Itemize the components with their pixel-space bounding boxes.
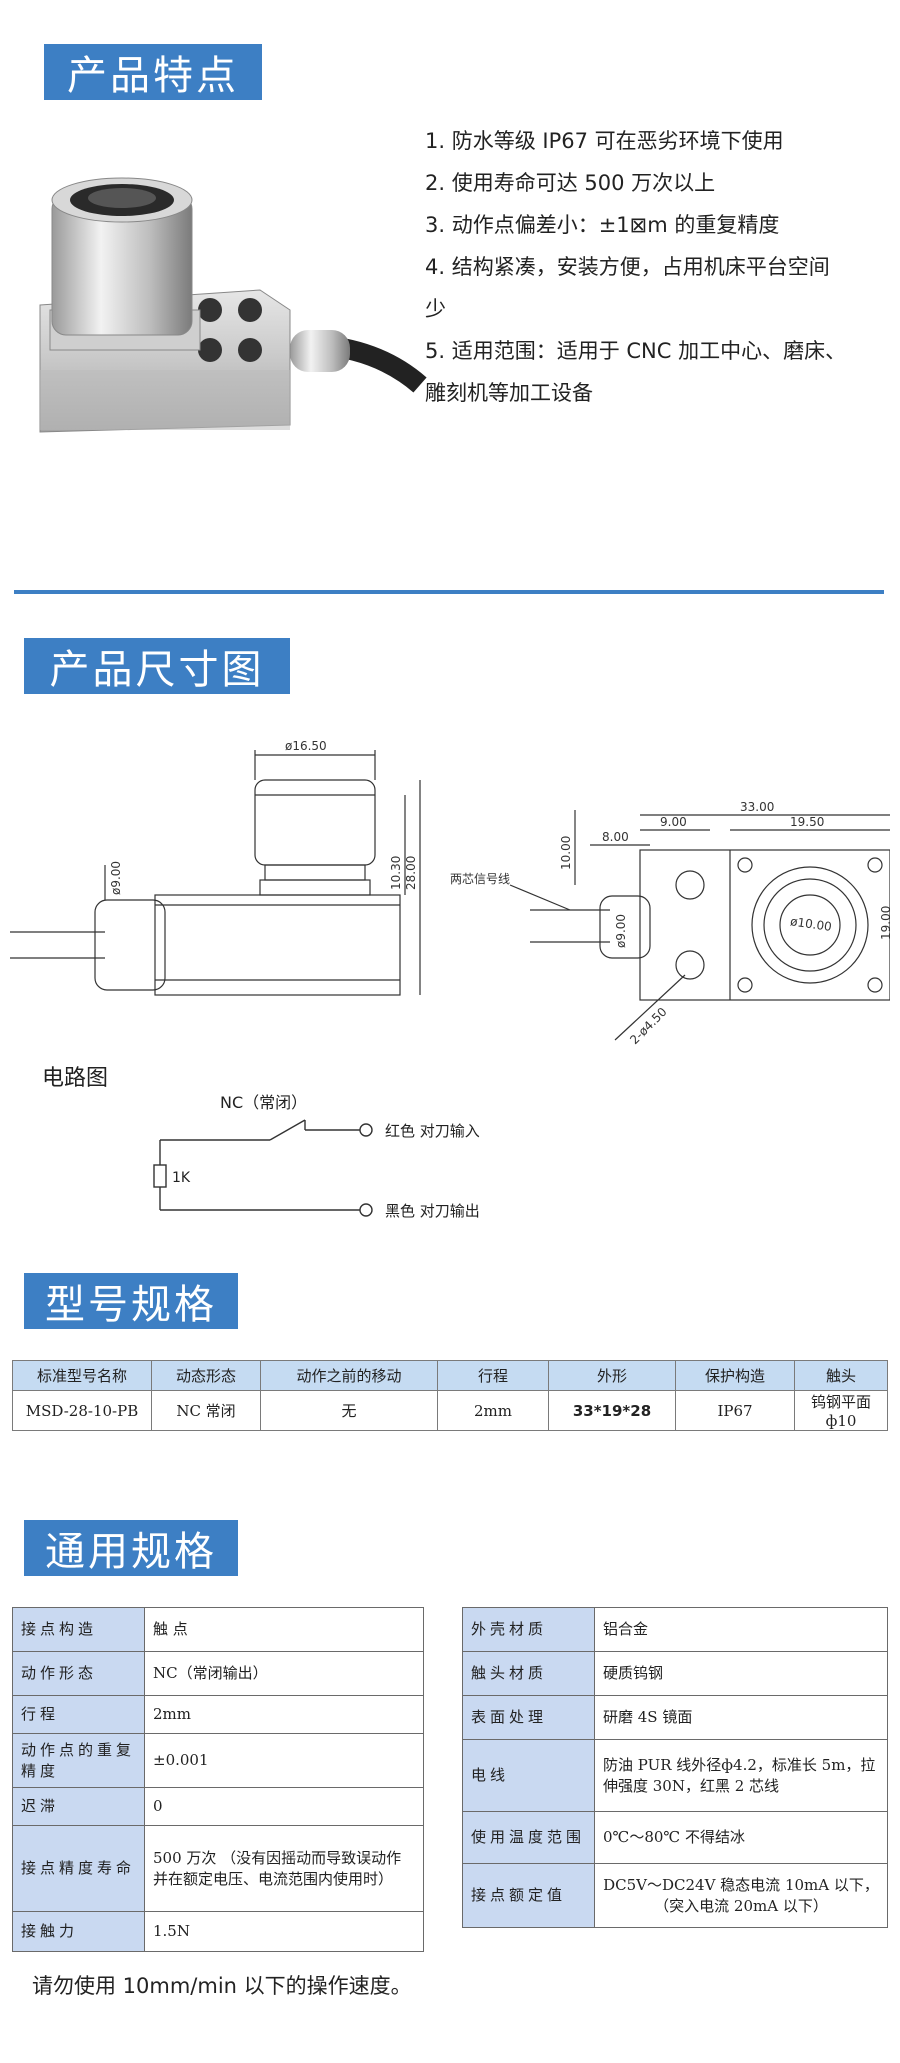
spec-value: ±0.001: [144, 1733, 424, 1788]
spec-key: 电线: [462, 1739, 595, 1812]
product-photo: [39, 177, 427, 433]
table-row: MSD-28-10-PB NC 常闭 无 2mm 33*19*28 IP67 钨…: [12, 1390, 888, 1431]
feature-item: 2. 使用寿命可达 500 万次以上: [425, 171, 716, 195]
table-cell: 2mm: [437, 1390, 549, 1431]
nc-label: NC（常闭）: [220, 1093, 307, 1112]
spec-value: 防油 PUR 线外径ф4.2，标准长 5m，拉伸强度 30N，红黑 2 芯线: [594, 1739, 888, 1812]
spec-value: 0℃～80℃ 不得结冰: [594, 1811, 888, 1864]
feature-item: 1. 防水等级 IP67 可在恶劣环境下使用: [425, 129, 784, 153]
table-cell: IP67: [675, 1390, 795, 1431]
dim-small-width: 8.00: [602, 830, 629, 844]
section-title-dimension: 产品尺寸图: [24, 638, 290, 694]
section-title-model: 型号规格: [24, 1273, 238, 1329]
table-header: 外形: [548, 1360, 676, 1391]
spec-key: 接点构造: [12, 1607, 145, 1652]
circuit-title: 电路图: [42, 1066, 109, 1091]
resistor-label: 1K: [172, 1170, 191, 1186]
feature-item: 少: [425, 297, 446, 321]
feature-item: 5. 适用范围：适用于 CNC 加工中心、磨床、: [425, 339, 847, 363]
dim-small-diameter: ø9.00: [614, 914, 628, 948]
spec-key: 外壳材质: [462, 1607, 595, 1652]
dim-total-width: 33.00: [740, 800, 774, 814]
feature-item: 4. 结构紧凑，安装方便，占用机床平台空间: [425, 255, 830, 279]
table-cell: MSD-28-10-PB: [12, 1390, 152, 1431]
red-wire-label: 红色 对刀输入: [385, 1122, 480, 1140]
spec-table-right: 外壳材质铝合金 触头材质硬质钨钢 表面处理研磨 4S 镜面 电线防油 PUR 线…: [462, 1607, 888, 1928]
table-header: 动作之前的移动: [260, 1360, 438, 1391]
table-row: 触头材质硬质钨钢: [462, 1651, 888, 1696]
table-header: 动态形态: [151, 1360, 261, 1391]
feature-list: 1. 防水等级 IP67 可在恶劣环境下使用 2. 使用寿命可达 500 万次以…: [425, 120, 895, 414]
dim-left-height: 10.00: [559, 836, 573, 870]
spec-value: 研磨 4S 镜面: [594, 1695, 888, 1740]
dim-top-diameter: ø16.50: [285, 739, 327, 753]
section-divider: [14, 590, 884, 594]
spec-key: 表面处理: [462, 1695, 595, 1740]
operation-speed-note: 请勿使用 10mm/min 以下的操作速度。: [32, 1974, 412, 1998]
dim-head-diameter: ø10.00: [789, 914, 832, 934]
spec-key: 接点额定值: [462, 1863, 595, 1928]
table-header-row: 标准型号名称 动态形态 动作之前的移动 行程 外形 保护构造 触头: [12, 1360, 888, 1391]
table-cell: 33*19*28: [548, 1390, 676, 1431]
spec-value: 2mm: [144, 1695, 424, 1734]
spec-key: 触头材质: [462, 1651, 595, 1696]
spec-key: 使用温度范围: [462, 1811, 595, 1864]
spec-value: DC5V～DC24V 稳态电流 10mA 以下，（突入电流 20mA 以下）: [594, 1863, 888, 1928]
cable-label: 两芯信号线: [450, 872, 510, 886]
spec-value: 500 万次 （没有因摇动而导致误动作并在额定电压、电流范围内使用时）: [144, 1825, 424, 1912]
table-header: 行程: [437, 1360, 549, 1391]
table-header: 标准型号名称: [12, 1360, 152, 1391]
table-header: 保护构造: [675, 1360, 795, 1391]
table-row: 动作点的重复精度±0.001: [12, 1733, 424, 1788]
section-title-general: 通用规格: [24, 1520, 238, 1576]
spec-key: 迟滞: [12, 1787, 145, 1826]
dim-left-width: 9.00: [660, 815, 687, 829]
dimension-drawing: ø16.50 ø9.00 10.30 28.00 两芯信号线 33.00 9.0…: [10, 739, 890, 1047]
spec-value: 0: [144, 1787, 424, 1826]
spec-key: 行程: [12, 1695, 145, 1734]
table-cell: NC 常闭: [151, 1390, 261, 1431]
circuit-diagram: NC（常闭） 1K 红色 对刀输入 黑色 对刀输出: [153, 1093, 480, 1220]
spec-value: 1.5N: [144, 1911, 424, 1952]
dim-right-height: 19.00: [879, 906, 890, 940]
spec-key: 动作点的重复精度: [12, 1733, 145, 1788]
dim-mid-width: 19.50: [790, 815, 824, 829]
feature-item: 雕刻机等加工设备: [425, 381, 593, 405]
spec-value: 硬质钨钢: [594, 1651, 888, 1696]
spec-value: NC（常闭输出）: [144, 1651, 424, 1696]
model-table: 标准型号名称 动态形态 动作之前的移动 行程 外形 保护构造 触头 MSD-28…: [12, 1360, 888, 1431]
table-row: 接点构造触 点: [12, 1607, 424, 1652]
table-row: 外壳材质铝合金: [462, 1607, 888, 1652]
spec-key: 接点精度寿命: [12, 1825, 145, 1912]
table-row: 表面处理研磨 4S 镜面: [462, 1695, 888, 1740]
table-header: 触头: [794, 1360, 888, 1391]
dim-height-1: 10.30: [389, 856, 403, 890]
spec-key: 动作形态: [12, 1651, 145, 1696]
dim-holes: 2-ø4.50: [627, 1005, 669, 1047]
spec-value: 铝合金: [594, 1607, 888, 1652]
table-cell: 无: [260, 1390, 438, 1431]
black-wire-label: 黑色 对刀输出: [385, 1202, 480, 1220]
table-cell: 钨钢平面ф10: [794, 1390, 888, 1431]
feature-item: 3. 动作点偏差小：±1⊠m 的重复精度: [425, 213, 780, 237]
spec-key: 接触力: [12, 1911, 145, 1952]
table-row: 电线防油 PUR 线外径ф4.2，标准长 5m，拉伸强度 30N，红黑 2 芯线: [462, 1739, 888, 1812]
dim-cable-diameter: ø9.00: [109, 861, 123, 895]
section-title-features: 产品特点: [44, 44, 262, 100]
spec-value: 触 点: [144, 1607, 424, 1652]
dim-height-2: 28.00: [404, 856, 418, 890]
